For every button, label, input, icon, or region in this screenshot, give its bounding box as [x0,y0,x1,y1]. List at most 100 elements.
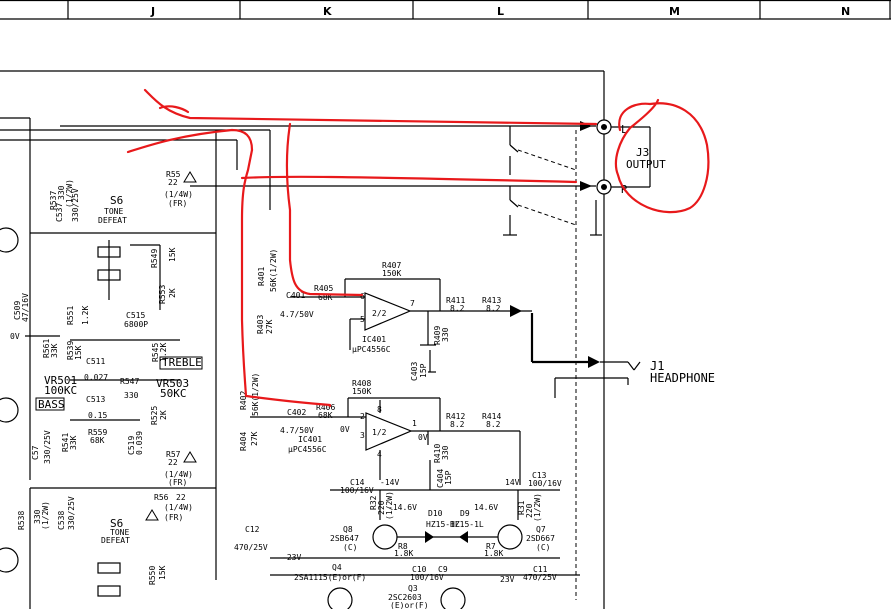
label-r57: R57 [166,450,181,459]
label-r32: R32 [369,495,378,510]
label-c519: C519 [127,436,136,455]
label-r401: R401 [257,267,266,286]
value-c537: 330/25V [71,188,80,222]
label-r56: R56 [154,493,169,502]
label-q3: Q3 [408,584,418,593]
value-c13: 100/16V [528,479,562,488]
value-r414: 8.2 [486,420,501,429]
opamp-unit-upper: 2/2 [372,309,387,318]
label-r547: R547 [120,377,139,386]
label-c538: C538 [57,511,66,530]
label-q7: Q7 [536,525,546,534]
label-c11: C11 [533,565,548,574]
power-r57: (1/4W) [164,470,193,479]
value-c511: 0.027 [84,373,108,382]
label-r413: R413 [482,296,501,305]
label-r409: R409 [433,326,442,345]
label-r55: R55 [166,170,181,179]
value-r537: 330 [57,185,66,200]
label-r553: R553 [158,285,167,304]
value-r559: 68K [90,436,105,445]
vr503-value: 50KC [160,387,187,400]
power-r538: (1/2W) [41,501,50,530]
value-r57: 22 [168,458,178,467]
power-r31: (1/2W) [533,493,542,522]
fr-r57: (FR) [168,478,187,487]
label-r403: R403 [256,315,265,334]
label-r537: R537 [49,191,58,210]
label-r551: R551 [66,306,75,325]
value-r401: 56K(1/2W) [269,249,278,292]
value-c402: 4.7/50V [280,426,314,435]
label-r411: R411 [446,296,465,305]
switch-ref-lower: S6 [110,517,123,530]
grid-col-k: K [323,5,332,18]
upper-labels: R407 150K R405 68K C401 4.7/50V R401 56K… [256,249,501,381]
label-r402: R402 [239,391,248,410]
output-jack-j3: L R J3 OUTPUT [580,119,666,196]
label-c10: C10 [412,565,427,574]
voltage-0v-a: 0V [340,425,350,434]
value-r412: 8.2 [450,420,465,429]
left-edge-components: R537 330 (1/2W) C537 330/25V C509 47/16V… [0,179,80,573]
value-r538: 330 [33,509,42,524]
label-r538: R538 [17,511,26,530]
label-c401: C401 [286,291,305,300]
power-supply: C14 100/16V -14V C13 100/16V 14V R32 220… [234,471,580,609]
label-r8: R8 [398,542,408,551]
value-c515: 6800P [124,320,148,329]
power-r56: (1/4W) [164,503,193,512]
label-r525: R525 [150,406,159,425]
headphone-jack-j1: J1 HEADPHONE [530,313,715,398]
label-r406: R406 [316,403,335,412]
value-r55: 22 [168,178,178,187]
opamp-pin-lower-3: 3 [360,431,365,440]
label-r414: R414 [482,412,501,421]
value-r550: 15K [158,565,167,580]
label-c57: C57 [31,445,40,460]
label-q4: Q4 [332,563,342,572]
opamp-unit-lower: 1/2 [372,428,387,437]
power-r32: (1/2W) [385,491,394,520]
value-r545: 1.2K [159,343,168,362]
value-q7: 2SD667 [526,534,555,543]
label-r545: R545 [151,343,160,362]
voltage-pos146: 14.6V [474,503,498,512]
value-q3: 2SC2603 [388,593,422,602]
label-r550: R550 [148,566,157,585]
label-c9: C9 [438,565,448,574]
value-c513: 0.15 [88,411,107,420]
output-jack-name: OUTPUT [626,158,666,171]
value-r561: 33K [50,343,59,358]
label-r405: R405 [314,284,333,293]
label-c515: C515 [126,311,145,320]
label-r408: R408 [352,379,371,388]
fr-r55: (FR) [168,199,187,208]
value-r405: 68K [318,293,333,302]
opamp-pin-lower-1: 1 [412,419,417,428]
switch-ref-upper: S6 [110,194,123,207]
value-r7: 1.8K [484,549,503,558]
label-c13: C13 [532,471,547,480]
value-r8: 1.8K [394,549,413,558]
voltage-pos14: 14V [505,478,520,487]
vr501-value: 100KC [44,384,77,397]
value-c509: 47/16V [21,293,30,322]
value-c12: 470/25V [234,543,268,552]
label-d10: D10 [428,509,443,518]
opamp-ref-upper: IC401 [362,335,386,344]
label-c402: C402 [287,408,306,417]
opamp-ic401-upper: 2/2 6 5 7 IC401 μPC4556C [290,278,532,373]
label-d9: D9 [460,509,470,518]
value-r403: 27K [265,319,274,334]
label-c513: C513 [86,395,105,404]
value-r549: 15K [168,247,177,262]
value-q4: 2SA1115(E)or(F) [294,573,366,582]
label-q8: Q8 [343,525,353,534]
value-r410: 330 [441,445,450,460]
opamp-part-lower: μPC4556C [288,445,327,454]
value-c519: 0.039 [135,431,144,455]
label-r7: R7 [486,542,496,551]
opamp-ref-lower: IC401 [298,435,322,444]
